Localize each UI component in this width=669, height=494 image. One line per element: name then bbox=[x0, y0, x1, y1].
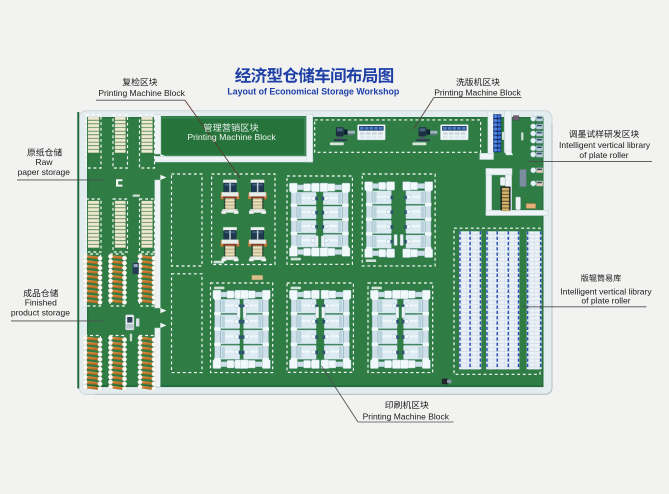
svg-text:Printing Machine Block: Printing Machine Block bbox=[434, 87, 521, 97]
svg-text:Printing Machine Block: Printing Machine Block bbox=[363, 412, 450, 422]
svg-text:Printing Machine Block: Printing Machine Block bbox=[187, 132, 276, 142]
svg-text:paper storage: paper storage bbox=[18, 167, 71, 177]
svg-text:Raw: Raw bbox=[35, 157, 53, 167]
svg-text:Printing Machine Block: Printing Machine Block bbox=[98, 88, 185, 98]
svg-text:product storage: product storage bbox=[11, 307, 70, 317]
svg-text:of plate roller: of plate roller bbox=[581, 296, 630, 306]
svg-text:Intelligent vertical library: Intelligent vertical library bbox=[560, 287, 652, 297]
svg-text:Layout of Economical Storage W: Layout of Economical Storage Workshop bbox=[227, 87, 400, 97]
svg-text:Intelligent vertical library: Intelligent vertical library bbox=[559, 140, 651, 150]
svg-text:Finished: Finished bbox=[25, 298, 57, 308]
svg-text:of plate roller: of plate roller bbox=[579, 150, 628, 160]
